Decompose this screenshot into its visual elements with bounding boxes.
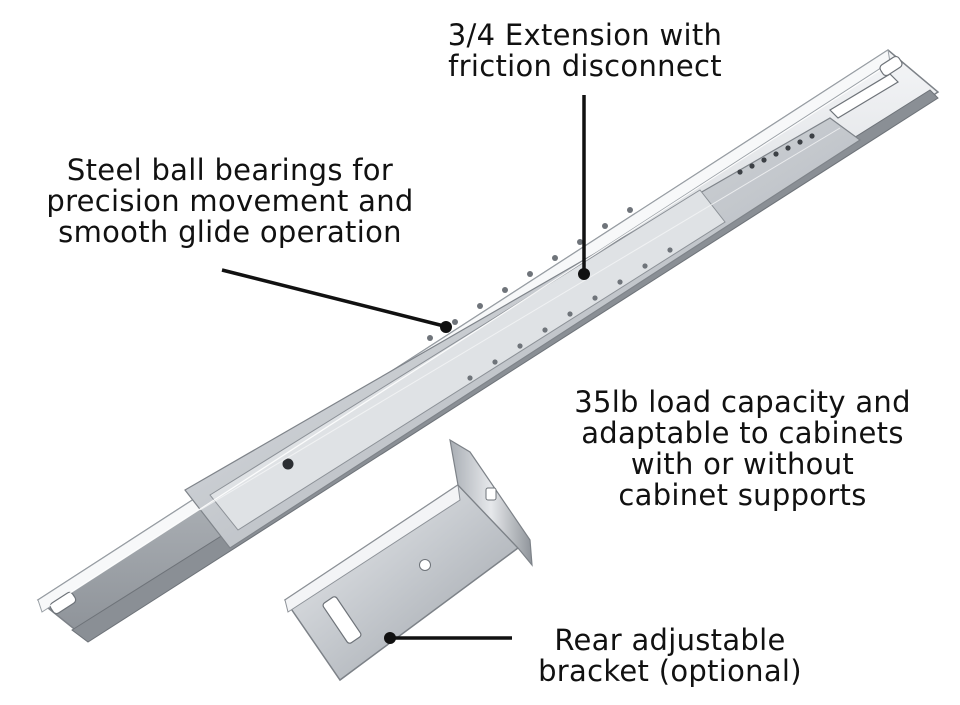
bracket-flange-hole	[485, 487, 497, 501]
ball-bearing-row-top	[427, 207, 633, 341]
slide-end-slot-right	[829, 73, 899, 119]
mounting-holes	[737, 133, 815, 175]
slide-screw-hole	[282, 458, 294, 470]
callout-ball-bearings: Steel ball bearings for precision moveme…	[46, 153, 414, 249]
callout-load-capacity: 35lb load capacity and adaptable to cabi…	[574, 385, 911, 512]
leader-lines	[221, 95, 586, 640]
leader-dot-extension	[578, 268, 590, 280]
callout-rear-bracket: Rear adjustable bracket (optional)	[538, 623, 802, 688]
leader-line-bearings	[221, 268, 445, 328]
leader-dots	[384, 268, 590, 644]
bracket-upright-flange	[449, 438, 533, 567]
slide-end-slot-left	[49, 591, 77, 615]
bracket-round-hole	[419, 559, 431, 571]
slide-end-tab-right	[879, 55, 903, 77]
ball-bearing-row-bottom	[467, 247, 673, 381]
drawer-slide	[36, 49, 940, 643]
rear-bracket	[283, 438, 533, 682]
leader-dot-bearings	[440, 321, 452, 333]
callout-extension: 3/4 Extension with friction disconnect	[447, 18, 723, 83]
bracket-side-wall	[284, 484, 461, 613]
leader-dot-bracket	[384, 632, 396, 644]
bracket-slot	[322, 596, 362, 644]
